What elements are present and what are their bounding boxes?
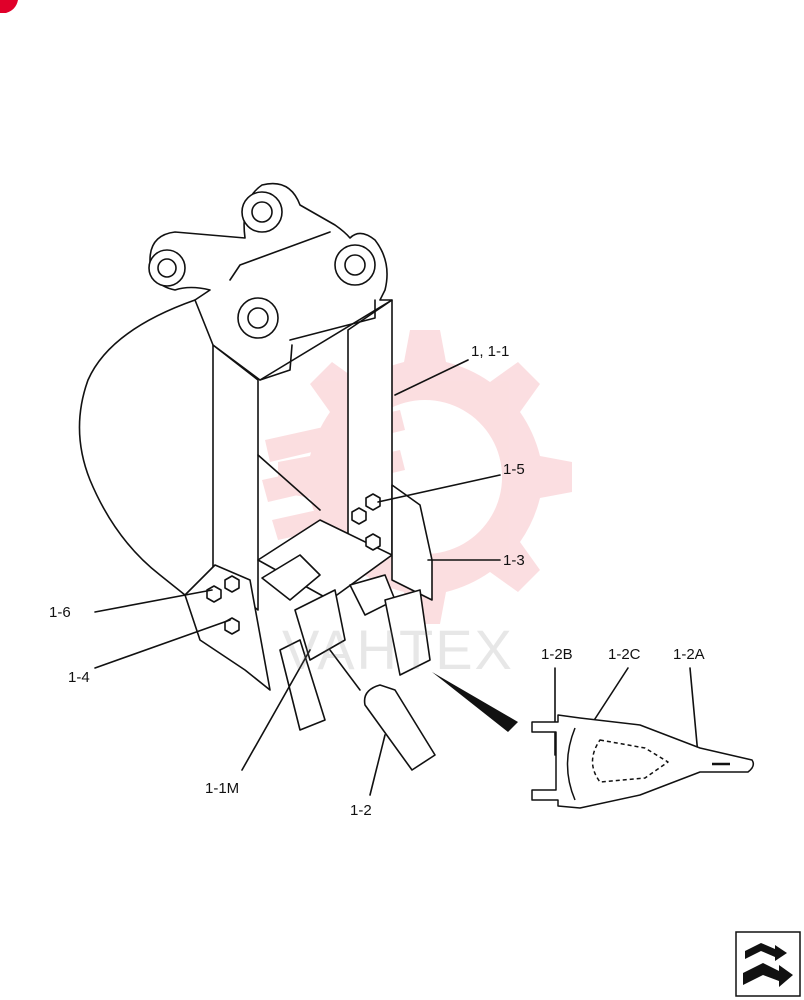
callout-1-1-1: 1, 1-1 [471, 343, 510, 360]
callout-1-2a: 1-2A [673, 646, 705, 663]
corner-mark-icon [0, 0, 18, 13]
callout-1-5: 1-5 [503, 461, 525, 478]
callout-1-2b: 1-2B [541, 646, 573, 663]
bucket-shell [78, 299, 196, 596]
tooth-3 [384, 589, 431, 676]
tooth-1 [279, 639, 326, 731]
bolts [206, 493, 381, 635]
callout-1-3: 1-3 [503, 552, 525, 569]
watermark-text: VAHTEX [282, 618, 514, 681]
tooth-adapter-1 [261, 554, 321, 601]
callout-1-4: 1-4 [68, 669, 90, 686]
tooth-adapter-2 [294, 589, 346, 661]
side-cutter-right [391, 484, 433, 601]
callout-1-2: 1-2 [350, 802, 372, 819]
tooth-2-detached [363, 684, 436, 771]
next-page-arrow-icon[interactable] [735, 931, 801, 997]
callout-1-1m: 1-1M [205, 780, 240, 797]
callout-1-2c: 1-2C [608, 646, 641, 663]
tooth-detail-view [531, 714, 755, 809]
callout-1-6: 1-6 [49, 604, 71, 621]
detail-arrow [432, 672, 518, 732]
